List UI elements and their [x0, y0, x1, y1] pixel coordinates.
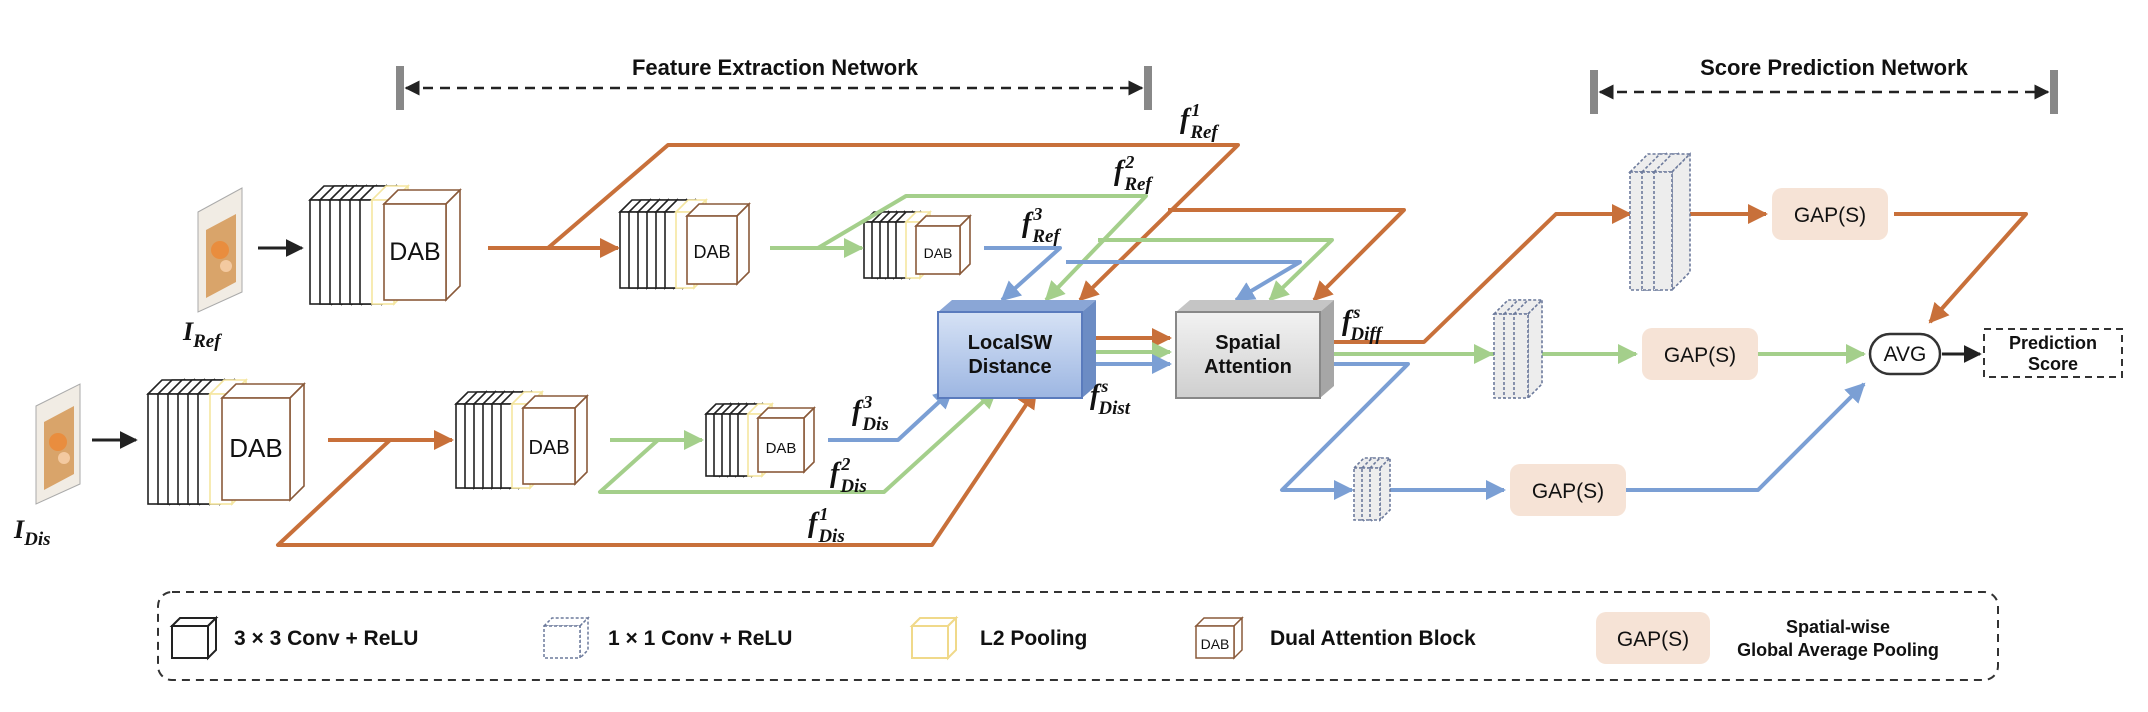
avg-node: AVG [1868, 332, 1942, 376]
legend-gap-label-1: Spatial-wise [1786, 617, 1890, 637]
conv1-stack-top [1628, 152, 1692, 292]
ref-stack-2-dab: DAB [685, 202, 751, 286]
legend-conv3-label: 3 × 3 Conv + ReLU [234, 627, 418, 650]
ref-stack-2: DAB [618, 198, 751, 290]
legend-gap-icon: GAP(S) [1596, 612, 1710, 664]
branch-blue [1280, 362, 1410, 500]
dis-stack-1-dab: DAB [220, 382, 306, 502]
dis-stack-2: DAB [454, 390, 589, 490]
f-ref-1-path [546, 143, 1240, 302]
feature-extraction-header: Feature Extraction Network [396, 55, 1152, 110]
conv1-stack-bottom [1352, 456, 1392, 522]
gap-bottom-to-avg [1622, 382, 1866, 492]
legend: 3 × 3 Conv + ReLU 1 × 1 Conv + ReLU L2 P… [157, 591, 1999, 681]
legend-conv1-icon [542, 616, 590, 660]
f-ref-3-spatial [1066, 260, 1302, 302]
dis-stack-3: DAB [704, 402, 816, 478]
legend-l2pool-label: L2 Pooling [980, 627, 1087, 650]
ref-stack-2-dab-label: DAB [693, 242, 730, 262]
legend-dab-icon-text: DAB [1201, 636, 1230, 652]
gap-top: GAP(S) [1772, 188, 1888, 240]
f-dis-1-path [276, 388, 1038, 547]
localsw-label-2: Distance [968, 356, 1051, 378]
ref-stack-1-dab: DAB [382, 188, 462, 302]
avg-label: AVG [1884, 343, 1927, 366]
ref-stack-3: DAB [862, 210, 972, 280]
spatial-label-1: Spatial [1215, 332, 1281, 354]
dis-stack-1-dab-label: DAB [229, 433, 282, 463]
score-prediction-header: Score Prediction Network [1590, 55, 2058, 114]
spatial-attention-block: Spatial Attention [1175, 300, 1334, 399]
f-ref-2-spatial [1098, 238, 1334, 302]
legend-gap-label-2: Global Average Pooling [1737, 640, 1939, 660]
gap-top-label: GAP(S) [1794, 204, 1866, 227]
ref-input-label: IRef [182, 317, 222, 352]
reference-image [197, 187, 243, 313]
f-dis-3-path [828, 388, 954, 442]
prediction-score-box: Prediction Score [1983, 328, 2123, 378]
feature-extraction-title: Feature Extraction Network [632, 55, 919, 80]
gap-middle: GAP(S) [1642, 328, 1758, 380]
dis-stack-1: DAB [146, 378, 306, 506]
dis-stack-3-dab-label: DAB [766, 440, 797, 457]
gap-top-to-avg [1894, 212, 2028, 324]
gap-bottom: GAP(S) [1510, 464, 1626, 516]
ref-stack-1-dab-label: DAB [389, 238, 440, 266]
feature-stacks: DAB DAB DAB DAB DAB DAB [146, 184, 972, 506]
conv1-stack-mid [1492, 298, 1544, 400]
dis-stack-3-dab: DAB [756, 406, 816, 474]
connections [276, 143, 2028, 547]
gap-bottom-label: GAP(S) [1532, 480, 1604, 503]
legend-conv1-label: 1 × 1 Conv + ReLU [608, 627, 792, 650]
legend-conv3-icon [169, 615, 219, 661]
legend-dab-label: Dual Attention Block [1270, 627, 1476, 650]
distorted-image [35, 383, 81, 505]
legend-dab-icon: DAB [1194, 616, 1244, 660]
branch-orange [1324, 204, 1632, 344]
prediction-label-2: Score [2028, 354, 2078, 374]
score-conv-stacks [1352, 152, 1692, 522]
localsw-distance-block: LocalSW Distance [937, 300, 1096, 399]
ref-stack-3-dab: DAB [914, 214, 972, 276]
prediction-label-1: Prediction [2009, 333, 2097, 353]
gap-middle-label: GAP(S) [1664, 344, 1736, 367]
spatial-label-2: Attention [1204, 356, 1292, 378]
ref-stack-1: DAB [308, 184, 462, 306]
localsw-label-1: LocalSW [968, 332, 1053, 354]
f-ref-3-path [984, 246, 1062, 302]
score-prediction-title: Score Prediction Network [1700, 55, 1969, 80]
f-ref-2-path [816, 194, 1148, 302]
f-dis-2-path [598, 388, 998, 494]
legend-frame [157, 591, 1999, 681]
ref-stack-3-dab-label: DAB [924, 245, 953, 261]
dis-input-label: IDis [13, 515, 51, 550]
dis-stack-2-dab: DAB [521, 394, 589, 486]
f-ref-1-spatial [1168, 208, 1406, 302]
legend-gap-icon-text: GAP(S) [1617, 628, 1689, 651]
dis-stack-2-dab-label: DAB [528, 437, 569, 459]
legend-l2pool-icon [909, 615, 959, 661]
